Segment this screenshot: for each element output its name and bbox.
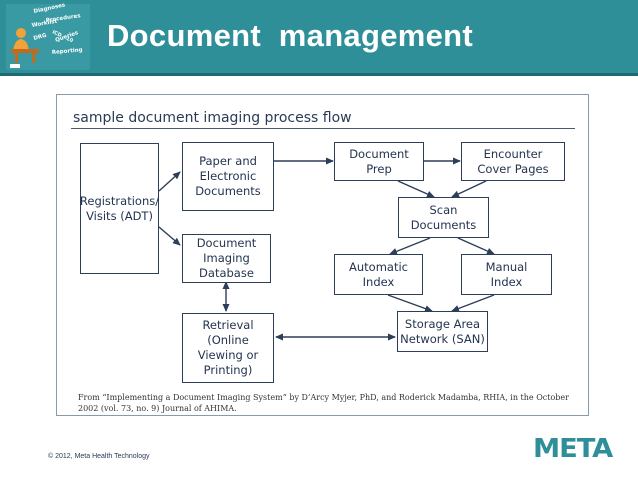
- header-bar: [0, 0, 638, 73]
- logo-word: Procedures: [45, 13, 81, 24]
- brand-logo: META: [533, 434, 613, 464]
- logo-word: Reporting: [52, 47, 83, 56]
- arrow-encounter-to-scan: [451, 180, 487, 198]
- arrow-scan-to-manual-index: [457, 237, 495, 255]
- node-registrations: Registrations/ Visits (ADT): [80, 143, 159, 274]
- logo-illustration: Diagnoses Procedures Worklist ICD - 10 D…: [6, 2, 90, 70]
- page-title: Document management: [107, 18, 474, 53]
- keyboard-icon: [10, 64, 20, 68]
- desk-icon: [11, 49, 39, 53]
- diagram-title: sample document imaging process flow: [73, 110, 352, 126]
- person-body-icon: [13, 39, 29, 52]
- node-manual-index: Manual Index: [461, 254, 552, 295]
- logo-word: DRG: [33, 33, 48, 42]
- source-citation: From “Implementing a Document Imaging Sy…: [78, 393, 569, 413]
- node-document-prep: Document Prep: [334, 142, 424, 181]
- arrow-scan-to-auto-index: [389, 237, 431, 255]
- arrow-prep-to-scan: [397, 180, 435, 198]
- node-scan-documents: Scan Documents: [398, 197, 489, 238]
- node-encounter-cover-pages: Encounter Cover Pages: [461, 142, 565, 181]
- node-imaging-database: Document Imaging Database: [182, 234, 271, 283]
- diagram-title-rule: [71, 128, 575, 129]
- person-head-icon: [16, 28, 26, 38]
- node-automatic-index: Automatic Index: [334, 254, 423, 295]
- node-retrieval: Retrieval (Online Viewing or Printing): [182, 313, 274, 383]
- arrow-manual-index-to-storage: [451, 294, 495, 312]
- node-paper-documents: Paper and Electronic Documents: [182, 142, 274, 211]
- arrow-registrations-to-imaging-db: [158, 226, 181, 246]
- arrow-registrations-to-paper: [158, 171, 181, 192]
- arrow-auto-index-to-storage: [387, 294, 433, 312]
- logo-word: Worklist: [31, 19, 58, 29]
- copyright-notice: © 2012, Meta Health Technology: [48, 453, 150, 460]
- header-rule: [0, 73, 638, 76]
- node-storage-area-network: Storage Area Network (SAN): [397, 311, 488, 352]
